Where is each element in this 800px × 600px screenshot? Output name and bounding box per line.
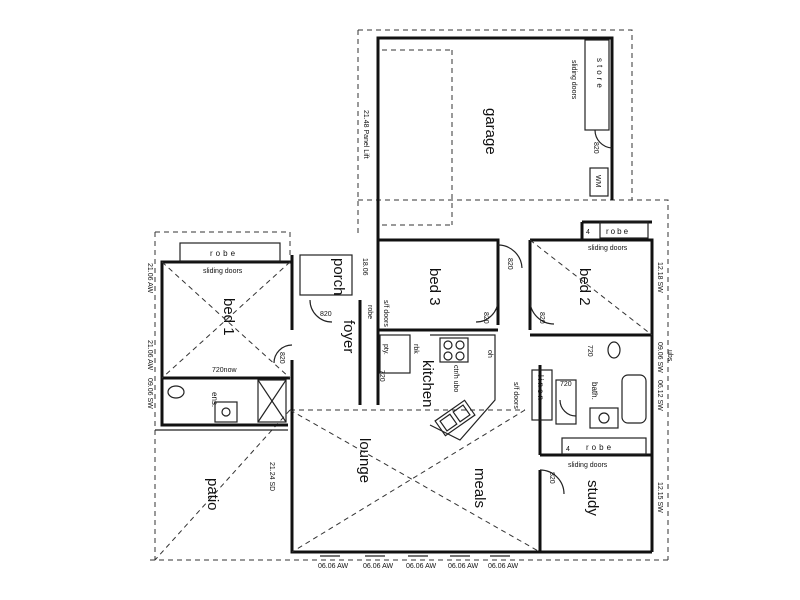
linen-box — [531, 369, 553, 421]
oh-label: oh — [486, 350, 493, 358]
bathtub — [621, 374, 647, 424]
bed3-label: bed 3 — [426, 268, 443, 306]
wm-label: WM — [594, 175, 601, 188]
bed2-door-swing — [529, 299, 555, 325]
study-window: 12.15 SW — [656, 482, 663, 513]
bottom-window-5: 06.06 AW — [488, 563, 518, 570]
bed1-diagonal — [161, 261, 291, 379]
cooktop — [439, 337, 469, 363]
bed1-window-top: 21.06 AW — [146, 263, 153, 293]
bath-window: 06.12 SW — [656, 380, 663, 411]
interior-walls — [162, 220, 652, 552]
wc-toilet — [607, 341, 621, 359]
wc-door-size: 720 — [586, 345, 593, 357]
bed3-sf-doors: s/f doors — [382, 300, 389, 327]
bed1-label: bed 1 — [220, 298, 237, 336]
bed3-door-swing — [475, 299, 499, 323]
roof-outline — [150, 29, 669, 561]
bed1-robe-box — [179, 242, 281, 262]
meals-label: meals — [471, 468, 488, 508]
bottom-windows: 06.06 AW 06.06 AW 06.06 AW 06.06 AW 06.0… — [318, 555, 518, 570]
foyer-label: foyer — [340, 320, 357, 353]
bath-vanity — [589, 407, 619, 429]
patio-door-window: 21.24 SD — [268, 462, 275, 491]
bath-door-size: 720 — [560, 381, 572, 388]
entry-door-swing — [309, 299, 333, 323]
ens-shower — [257, 379, 287, 423]
store-box — [584, 39, 610, 131]
lounge-label: lounge — [356, 438, 373, 483]
garage-door-swing — [594, 129, 613, 149]
ens-basin — [221, 407, 231, 417]
exterior-walls — [160, 36, 654, 554]
bed2-robe-label: robe — [606, 227, 630, 236]
ens-label: ens. — [210, 392, 219, 407]
study-robe-depth: 4 — [566, 446, 570, 453]
pantry-box — [379, 334, 411, 374]
bath-basin — [598, 412, 610, 424]
wm-box — [589, 167, 609, 197]
study-door-swing — [539, 469, 565, 495]
linen-sf-doors: s/f doors — [512, 382, 519, 409]
porch-window: 18.06 — [361, 258, 368, 276]
pantry-label: pty. — [382, 344, 389, 355]
bottom-window-3: 06.06 AW — [406, 563, 436, 570]
bath-door-swing — [559, 399, 577, 417]
store-sliding-doors: sliding doors — [570, 60, 577, 100]
bed1-sliding-doors: sliding doors — [203, 268, 243, 275]
kitchen-island-sink — [434, 399, 476, 437]
study-door-size: 820 — [548, 472, 555, 484]
hall-door-size: 820 — [506, 258, 513, 270]
porch-label: porch — [330, 258, 347, 296]
bed1-door-size: 820 — [278, 352, 285, 364]
kitchen-label: kitchen — [419, 360, 436, 408]
bed1-diagonal-2 — [161, 261, 291, 379]
store-label: store — [595, 58, 604, 91]
bottom-window-1: 06.06 AW — [318, 563, 348, 570]
bed2-window: 12.18 SW — [656, 262, 663, 293]
bottom-window-2: 06.06 AW — [363, 563, 393, 570]
bed1-wir-width: 720now — [212, 367, 237, 374]
rbk-label: rbk — [412, 344, 419, 354]
bed1-robe-label: robe — [210, 249, 238, 258]
foyer-robe: robe — [366, 305, 373, 319]
kitchen-bench — [429, 334, 496, 441]
bed2-robe-depth: 4 — [586, 229, 590, 236]
bath-shower — [555, 379, 577, 425]
ubs-label: ubs — [666, 350, 673, 362]
bed1-door-swing — [273, 344, 293, 364]
ens-vanity — [214, 401, 238, 423]
study-robe-box — [561, 437, 647, 455]
porch-box — [299, 254, 353, 296]
bed1-window-mid: 21.06 AW — [146, 340, 153, 370]
bed2-robe-box — [599, 221, 649, 239]
patio-label: patio — [204, 478, 221, 511]
ctr-ubo-label: ctr/h ubo — [452, 365, 459, 392]
bed2-label: bed 2 — [576, 268, 593, 306]
entry-door-size: 820 — [320, 311, 332, 318]
garage-label: garage — [482, 108, 499, 155]
linen-label: linen — [536, 375, 545, 402]
study-label: study — [584, 480, 601, 516]
bottom-window-4: 06.06 AW — [448, 563, 478, 570]
garage-door-window: 21.48 Panel Lift — [362, 110, 369, 159]
ens-toilet — [167, 385, 185, 399]
hall-door-swing — [497, 244, 523, 269]
study-sliding-doors: sliding doors — [568, 462, 608, 469]
bath-label: bath. — [590, 382, 599, 400]
bed2-sliding-doors: sliding doors — [588, 245, 628, 252]
ens-window: 09.06 SW — [146, 378, 153, 409]
study-robe-label: robe — [586, 443, 614, 452]
bed2-door-size: 820 — [538, 312, 545, 324]
wc-window: 09.06 SW — [656, 342, 663, 373]
bed3-door-size: 820 — [482, 312, 489, 324]
kitchen-door-720: 720 — [378, 370, 385, 382]
garage-door-size: 820 — [592, 142, 599, 154]
